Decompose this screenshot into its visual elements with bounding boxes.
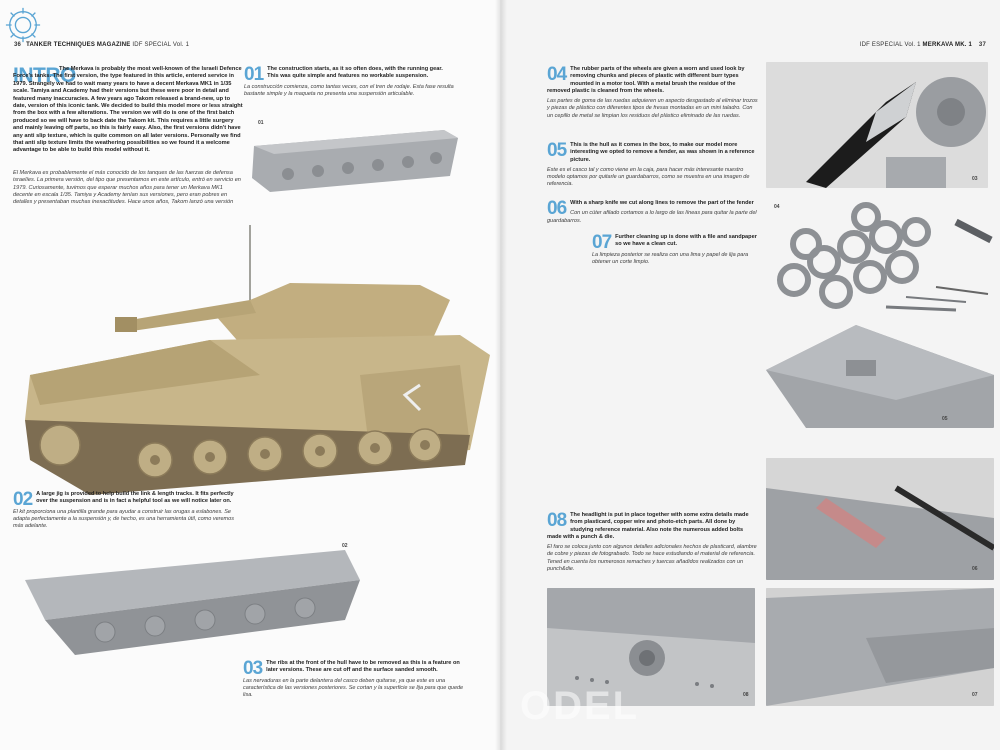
left-page: 36 TANKER TECHNIQUES MAGAZINE IDF SPECIAL… [0,7,500,699]
step-07: 07 Further cleaning up is done with a fi… [592,232,760,266]
step-text-en: The ribs at the front of the hull have t… [266,660,460,674]
figure-label: 07 [972,692,978,698]
edition-left: IDF SPECIAL Vol. 1 [132,42,190,48]
step-text-en: A large jig is provided to help build th… [36,491,234,505]
page-number-left: 36 [14,42,22,48]
step-04: 04 The rubber parts of the wheels are gi… [547,64,759,120]
step-02: 02 A large jig is provided to help build… [13,489,243,530]
photo-headlight-detail [547,588,755,706]
step-text-es: Con un cúter afilado cortamos a lo largo… [547,210,757,224]
page-number-right: 37 [978,42,986,48]
figure-label: 05 [942,416,948,422]
step-text-es: La construcción comienza, como tantas ve… [244,83,454,97]
photo-hull-running-gear [244,122,464,200]
step-03: 03 The ribs at the front of the hull hav… [243,658,473,699]
step-08: 08 The headlight is put in place togethe… [547,510,759,573]
step-text-es: El kit proporciona una plantilla grande … [13,508,234,529]
magazine-logo-icon [5,7,41,43]
photo-wheels-burrs [766,192,994,320]
step-number: 01 [244,64,264,85]
step-text-es: Este es el casco tal y como viene en la … [547,166,750,188]
page-header-left: 36 TANKER TECHNIQUES MAGAZINE IDF SPECIAL… [14,42,189,48]
figure-label: 01 [258,120,264,126]
step-text-en: With a sharp knife we cut along lines to… [570,200,754,206]
photo-knife-wheels [766,62,988,188]
step-text-en: The headlight is put in place together w… [547,512,749,540]
step-text-en: The rubber parts of the wheels are given… [547,66,745,94]
page-header-right: IDF ESPECIAL Vol. 1 MERKAVA MK. 1 37 [860,42,986,48]
photo-fender-cut [766,458,994,580]
step-number: 07 [592,232,612,253]
figure-label: 06 [972,566,978,572]
intro-text-en: The Merkava is probably the most well-kn… [13,66,243,154]
intro-heading: INTRO [13,64,76,87]
page-gutter [495,0,507,750]
edition-right: IDF ESPECIAL Vol. 1 [859,42,921,48]
step-text-en: Further cleaning up is done with a file … [615,234,757,248]
step-text-es: Las partes de goma de las ruedas adquier… [547,98,758,119]
photo-merkava-tank [0,205,500,495]
step-number: 03 [243,658,263,679]
article-title: MERKAVA MK. 1 [922,42,973,48]
magazine-name: TANKER TECHNIQUES MAGAZINE [26,42,131,48]
watermark-text: ODEL [520,684,640,728]
step-05: 05 This is the hull as it comes in the b… [547,140,759,189]
step-number: 04 [547,64,567,85]
step-text-en: The construction starts, as it so often … [267,66,443,80]
step-01: 01 The construction starts, as it so oft… [244,64,454,98]
step-number: 08 [547,510,567,531]
photo-track-jig [15,540,365,660]
figure-label: 04 [774,204,780,210]
photo-hull-fender [766,320,994,428]
step-text-es: Las nervaduras en la parte delantera del… [243,677,464,698]
step-text-es: El faro se coloca junto con algunos deta… [547,544,757,572]
step-number: 02 [13,489,33,510]
step-number: 06 [547,198,567,219]
step-06: 06 With a sharp knife we cut along lines… [547,198,759,225]
photo-hull-cleaned [766,588,994,706]
figure-label: 02 [342,543,348,549]
right-page: IDF ESPECIAL Vol. 1 MERKAVA MK. 1 37 04 … [500,0,1000,750]
step-number: 05 [547,140,567,161]
figure-label: 03 [972,176,978,182]
figure-label: 08 [743,692,749,698]
step-text-es: La limpieza posterior se realiza con una… [592,251,749,265]
step-text-en: This is the hull as it comes in the box,… [570,142,755,163]
